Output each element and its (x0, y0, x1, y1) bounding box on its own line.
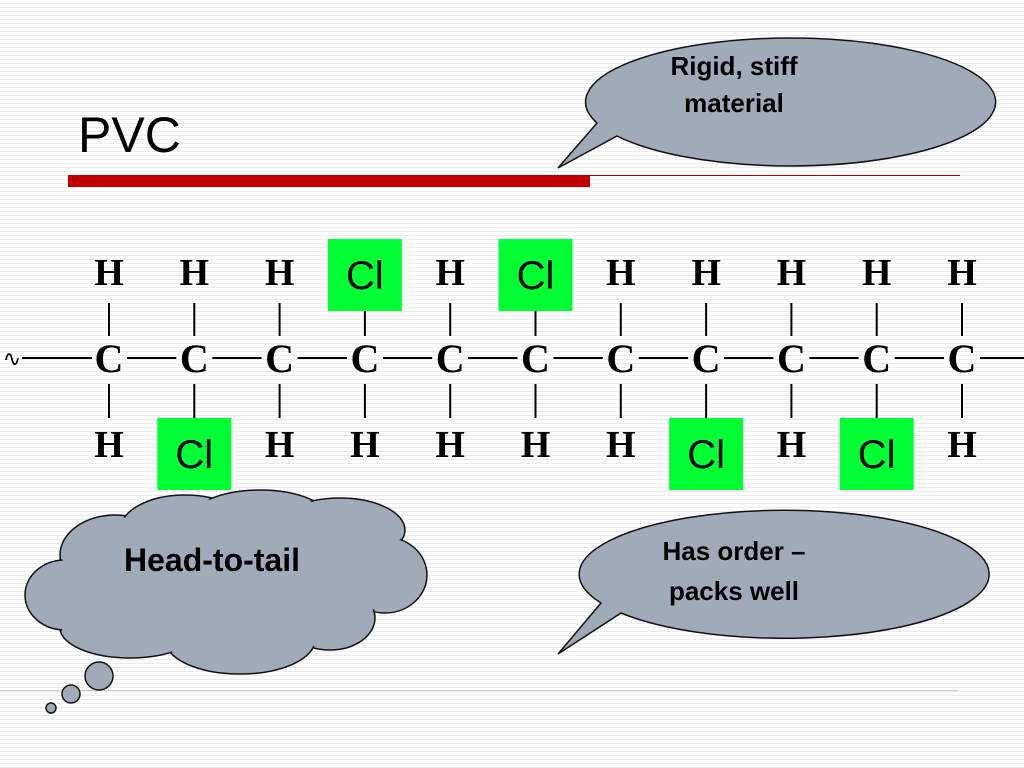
thought-cloud-dot-large (84, 661, 114, 691)
carbon-7: C (606, 336, 635, 381)
hydrogen-c11-bottom: H (947, 424, 977, 466)
speech-bubble-bottom-shape (557, 509, 990, 655)
hydrogen-c9-bottom: H (777, 424, 807, 466)
hydrogen-c2-top: H (180, 252, 210, 294)
carbon-11: C (948, 336, 977, 381)
carbon-1: C (95, 336, 124, 381)
chlorine-c8-bottom: Cl (687, 433, 725, 477)
hydrogen-c3-bottom: H (265, 424, 295, 466)
chlorine-highlight-c8-bottom (669, 418, 744, 490)
title-rule-thin (590, 175, 960, 176)
footer-rule (0, 690, 958, 691)
thought-cloud-text: Head-to-tail (124, 542, 300, 578)
speech-bubble-top-line-2: material (684, 88, 784, 118)
hydrogen-c7-top: H (606, 252, 636, 294)
speech-bubble-bottom-line-2: packs well (669, 576, 799, 606)
carbon-6: C (521, 336, 550, 381)
chain-end-left: ∿ (3, 346, 21, 371)
title-rule-thick (68, 175, 590, 187)
thought-cloud-dot-small (45, 702, 57, 714)
hydrogen-c7-bottom: H (606, 424, 636, 466)
hydrogen-c8-top: H (691, 252, 721, 294)
hydrogen-c10-top: H (862, 252, 892, 294)
chlorine-c2-bottom: Cl (175, 433, 213, 477)
hydrogen-c11-top: H (947, 252, 977, 294)
chlorine-c6-top: Cl (517, 254, 555, 298)
carbon-8: C (692, 336, 721, 381)
speech-bubble-top-shape (557, 37, 997, 169)
hydrogen-c6-bottom: H (521, 424, 551, 466)
chlorine-c4-top: Cl (346, 254, 384, 298)
speech-bubble-top: Rigid, stiff material (557, 37, 997, 169)
thought-cloud: Head-to-tail (24, 489, 428, 714)
chlorine-highlight-c4-top (327, 239, 402, 311)
carbon-5: C (436, 336, 465, 381)
carbon-9: C (777, 336, 806, 381)
hydrogen-c1-top: H (94, 252, 124, 294)
carbon-3: C (265, 336, 294, 381)
carbon-10: C (862, 336, 891, 381)
hydrogen-c3-top: H (265, 252, 295, 294)
hydrogen-c5-top: H (435, 252, 465, 294)
speech-bubble-top-line-1: Rigid, stiff (670, 51, 797, 81)
speech-bubble-bottom-line-1: Has order – (662, 536, 805, 566)
chlorine-c10-bottom: Cl (858, 433, 896, 477)
hydrogen-c5-bottom: H (435, 424, 465, 466)
carbon-4: C (350, 336, 379, 381)
chlorine-highlight-c2-bottom (157, 418, 232, 490)
thought-cloud-dot-medium (61, 684, 81, 704)
slide-title: PVC (78, 107, 181, 163)
speech-bubble-bottom: Has order – packs well (557, 509, 990, 655)
carbon-2: C (180, 336, 209, 381)
chlorine-highlight-c6-top (498, 239, 573, 311)
hydrogen-c4-bottom: H (350, 424, 380, 466)
chlorine-highlight-c10-bottom (839, 418, 914, 490)
hydrogen-c1-bottom: H (94, 424, 124, 466)
hydrogen-c9-top: H (777, 252, 807, 294)
